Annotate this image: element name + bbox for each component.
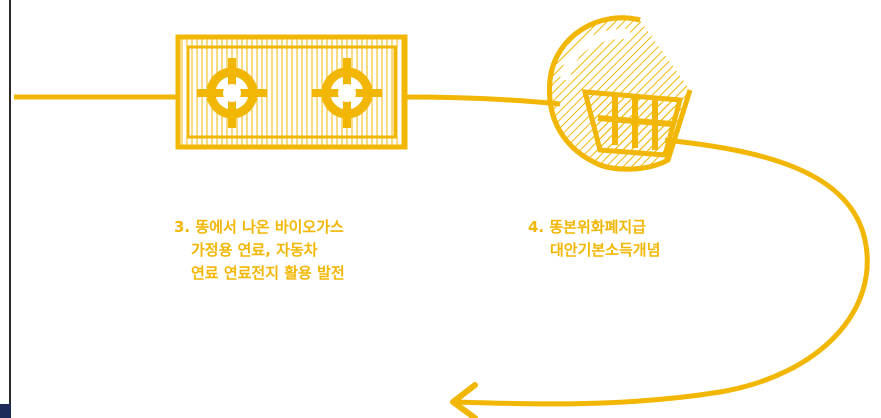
arrow-head-icon [450, 382, 478, 418]
ddong-logo-icon [546, 15, 693, 172]
step-3-line-1: 3. 똥에서 나온 바이오가스 [174, 218, 344, 236]
left-frame-tab [0, 404, 11, 418]
left-frame-edge [0, 0, 11, 418]
step-4-caption: 4. 똥본위화폐지급 대안기본소득개념 [528, 216, 660, 262]
crosshair-left-icon [197, 58, 267, 128]
flow-line-loop [454, 137, 870, 407]
crosshair-right-icon [312, 58, 382, 128]
step-4-line-1: 4. 똥본위화폐지급 [528, 218, 646, 236]
generator-panel-icon [175, 34, 408, 150]
step-4-line-2: 대안기본소득개념 [550, 241, 661, 259]
flow-line-mid [404, 94, 561, 107]
step-3-line-2: 가정용 연료, 자동차 [191, 241, 318, 259]
step-3-line-3: 연료 연료전지 활용 발전 [191, 264, 345, 282]
step-3-caption: 3. 똥에서 나온 바이오가스 가정용 연료, 자동차 연료 연료전지 활용 발… [174, 216, 345, 285]
